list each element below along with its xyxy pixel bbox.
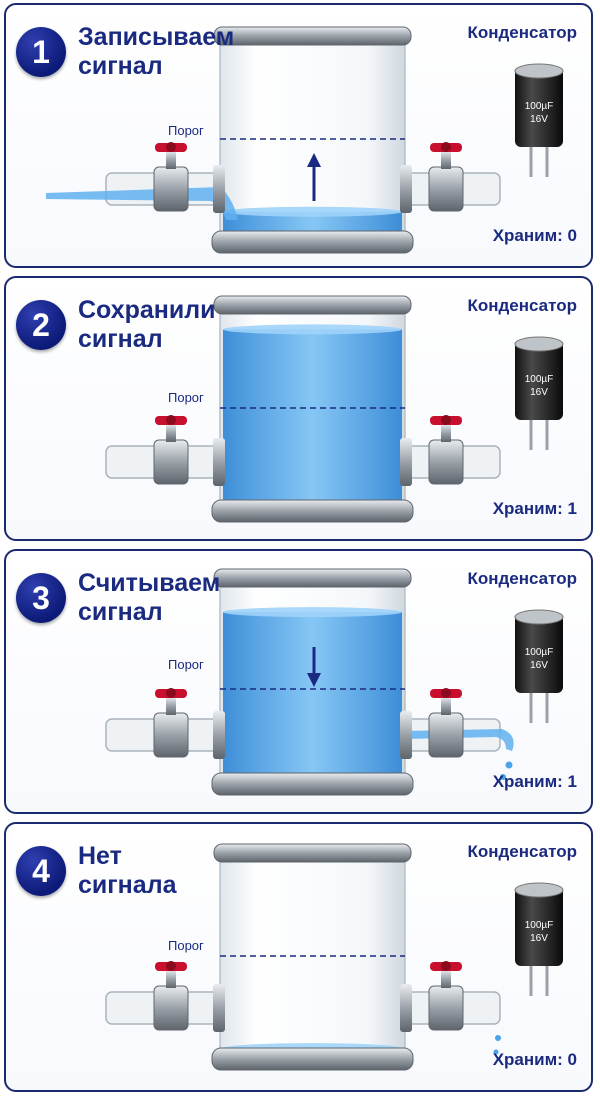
- capacitor-value: 100µF: [525, 647, 554, 658]
- step-title-line2: сигнала: [78, 871, 177, 899]
- water-drop-icon: [500, 774, 506, 780]
- threshold-label: Порог: [168, 390, 204, 405]
- capacitor-icon: 100µF 16V: [514, 882, 564, 996]
- step-title-line1: Нет: [78, 842, 122, 870]
- step-title-line2: сигнал: [78, 325, 163, 353]
- capacitor-label: Конденсатор: [467, 296, 577, 315]
- capacitor-voltage: 16V: [530, 387, 548, 398]
- left-flange: [213, 165, 225, 213]
- right-flange: [400, 711, 412, 759]
- stored-value-text: Храним: 0: [492, 226, 577, 245]
- step-panel-4: 100µF 16V 4 Нет сигнала Конденсатор Порог…: [4, 822, 593, 1092]
- tank-scene-4: 100µF 16V: [105, 843, 564, 1071]
- water-surface: [223, 607, 402, 618]
- step-panel-1: 100µF 16V 1 Записываем сигнал Конденсатор…: [4, 3, 593, 268]
- left-flange: [213, 984, 225, 1032]
- right-flange: [400, 165, 412, 213]
- threshold-label: Порог: [168, 938, 204, 953]
- right-valve-icon: [428, 415, 464, 485]
- tank-top-rim: [213, 295, 412, 315]
- water-drop-icon: [505, 761, 513, 769]
- tank-top-rim: [213, 568, 412, 588]
- threshold-label: Порог: [168, 123, 204, 138]
- capacitor-voltage: 16V: [530, 114, 548, 125]
- water-fill: [223, 612, 402, 777]
- capacitor-value: 100µF: [525, 374, 554, 385]
- tank-top-rim: [213, 26, 412, 46]
- capacitor-label: Конденсатор: [467, 842, 577, 861]
- left-valve-icon: [153, 415, 189, 485]
- step-title: Сохранили сигнал: [78, 296, 228, 354]
- tank-bottom-rim: [211, 772, 414, 796]
- arrow-up-head: [307, 153, 321, 167]
- arrow-down-head: [307, 673, 321, 687]
- capacitor-voltage: 16V: [530, 933, 548, 944]
- step-title: Считываем сигнал: [78, 569, 228, 627]
- step-title-line2: сигнал: [78, 598, 163, 626]
- capacitor-icon: 100µF 16V: [514, 609, 564, 723]
- left-flange: [213, 438, 225, 486]
- threshold-label: Порог: [168, 657, 204, 672]
- water-fill: [223, 329, 402, 504]
- tank-scene-1: 100µF 16V: [46, 26, 564, 254]
- capacitor-value: 100µF: [525, 101, 554, 112]
- right-valve-icon: [428, 142, 464, 212]
- glass-tank: [219, 857, 406, 1053]
- right-flange: [400, 438, 412, 486]
- inflow-stream: [46, 187, 238, 220]
- tank-bottom-rim: [211, 499, 414, 523]
- left-valve-icon: [153, 688, 189, 758]
- water-drop-icon: [493, 1049, 499, 1055]
- right-flange: [400, 984, 412, 1032]
- capacitor-icon: 100µF 16V: [514, 63, 564, 177]
- water-surface: [223, 206, 402, 217]
- step-title: Записываем сигнал: [78, 23, 235, 81]
- water-fill: [223, 211, 402, 235]
- tank-top-rim: [213, 843, 412, 863]
- step-title: Нет сигнала: [78, 842, 228, 900]
- step-number-badge: 1: [16, 27, 66, 77]
- capacitor-voltage: 16V: [530, 660, 548, 671]
- stored-value-text: Храним: 1: [492, 772, 577, 791]
- water-drop-icon: [495, 1035, 501, 1041]
- tank-bottom-rim: [211, 1047, 414, 1071]
- step-number-badge: 3: [16, 573, 66, 623]
- step-number-badge: 2: [16, 300, 66, 350]
- right-valve-icon: [428, 688, 464, 758]
- stored-value-text: Храним: 1: [492, 499, 577, 518]
- step-title-line1: Сохранили: [78, 296, 216, 324]
- right-valve-icon: [428, 961, 464, 1031]
- glass-tank: [219, 40, 406, 236]
- left-valve-icon: [153, 961, 189, 1031]
- left-flange: [213, 711, 225, 759]
- step-title-line1: Считываем: [78, 569, 221, 597]
- capacitor-value: 100µF: [525, 920, 554, 931]
- capacitor-label: Конденсатор: [467, 23, 577, 42]
- step-title-line2: сигнал: [78, 52, 163, 80]
- tank-scene-2: 100µF 16V: [105, 295, 564, 523]
- capacitor-label: Конденсатор: [467, 569, 577, 588]
- step-number-badge: 4: [16, 846, 66, 896]
- capacitor-icon: 100µF 16V: [514, 336, 564, 450]
- left-valve-icon: [153, 142, 189, 212]
- water-surface: [223, 324, 402, 335]
- tank-bottom-rim: [211, 230, 414, 254]
- step-title-line1: Записываем: [78, 23, 235, 51]
- stored-value-text: Храним: 0: [492, 1050, 577, 1069]
- tank-scene-3: 100µF 16V: [105, 568, 564, 796]
